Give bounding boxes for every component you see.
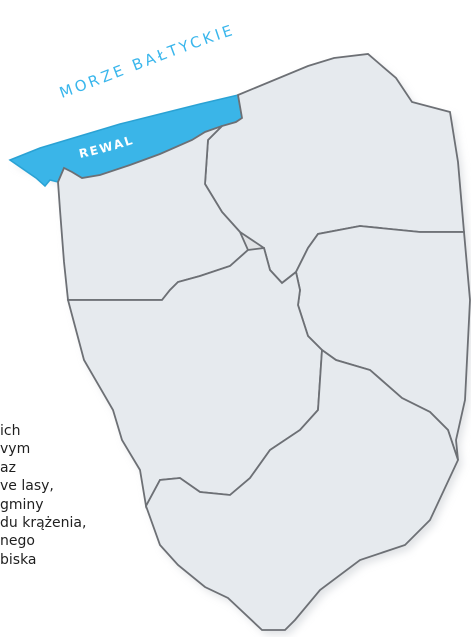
region-south[interactable] (145, 348, 459, 631)
text-line: ich (0, 423, 21, 439)
text-line: ve lasy, (0, 478, 54, 495)
text-line: biska (0, 551, 37, 568)
text-line: vym (0, 441, 31, 458)
text-line: gminy (0, 496, 44, 513)
cropped-body-text: ich vym az ve lasy, gminy du krążenia, n… (0, 422, 220, 569)
sea-label: MORZE BAŁTYCKIE (57, 21, 237, 102)
text-line: du krążenia, (0, 514, 87, 531)
text-line: nego (0, 533, 35, 550)
text-line: az (0, 459, 16, 476)
